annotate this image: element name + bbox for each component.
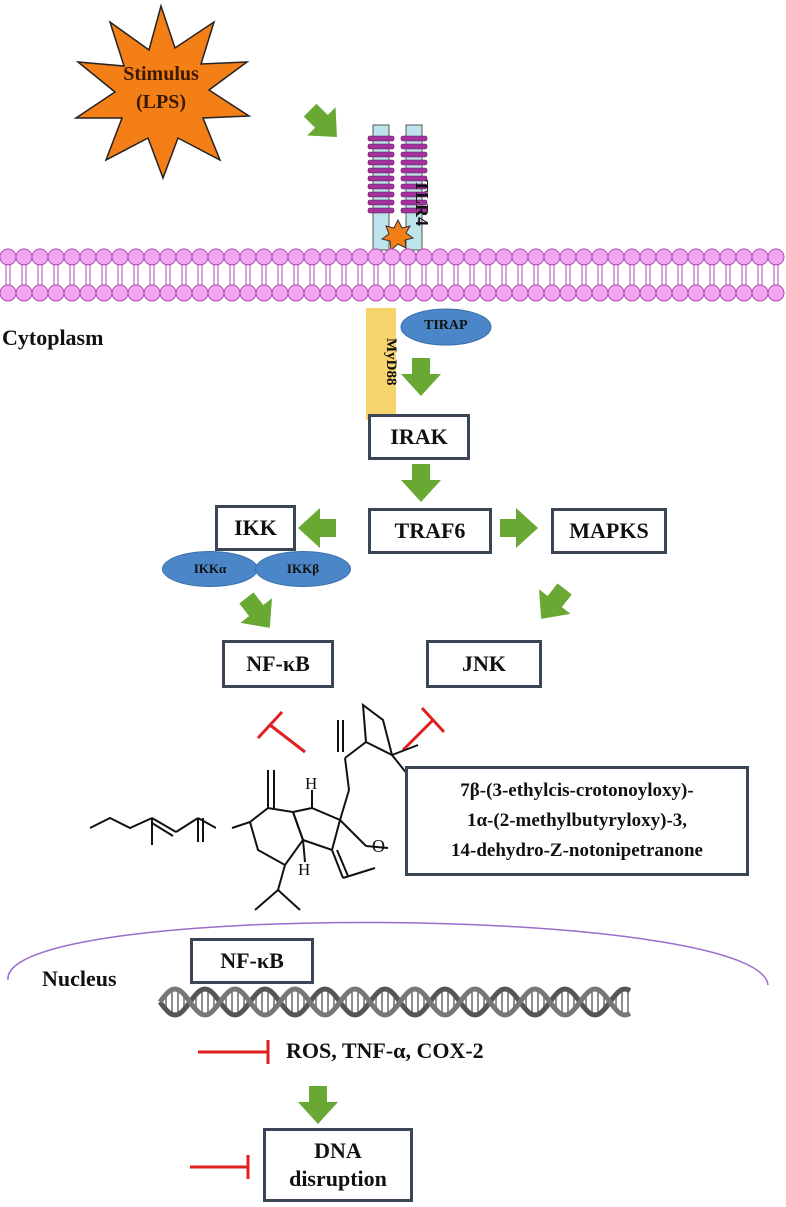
compound-name-line3: 14-dehydro-Z-notonipetranone <box>451 840 703 861</box>
dna-helix <box>157 986 632 1018</box>
atom-h-top: H <box>305 774 318 793</box>
tlr4-label: TLR4 <box>412 180 432 227</box>
cytoplasm-label: Cytoplasm <box>2 325 104 350</box>
myd88-box <box>366 308 396 420</box>
oxygen-ester-left <box>216 821 228 833</box>
irak-node: IRAK <box>368 414 470 460</box>
nucleus-label: Nucleus <box>42 966 117 991</box>
stimulus-label-line1: Stimulus <box>123 63 199 85</box>
ikk-alpha-label: IKKα <box>193 561 227 576</box>
nfkb-label: NF-κB <box>246 651 310 676</box>
jnk-node: JNK <box>426 640 542 688</box>
arrow-irak-to-traf6 <box>401 464 441 502</box>
inhibition-nfkb-icon <box>256 710 306 754</box>
ikk-label: IKK <box>234 515 277 540</box>
nucleus-nfkb-label: NF-κB <box>220 948 284 973</box>
jnk-label: JNK <box>462 651 506 676</box>
tlr4-receptor <box>367 124 428 251</box>
irak-label: IRAK <box>390 424 448 449</box>
traf6-node: TRAF6 <box>368 508 492 554</box>
inhibition-jnk-icon <box>401 706 446 752</box>
arrow-myd88-to-irak <box>401 358 441 396</box>
lipid-bilayer <box>0 248 785 302</box>
ikk-beta-label: IKKβ <box>286 561 320 576</box>
compound-name-line1: 7β-(3-ethylcis-crotonoyloxy)- <box>460 780 694 801</box>
inhibition-dna-icon <box>190 1155 250 1179</box>
arrow-mapks-to-jnk <box>525 576 581 632</box>
compound-name-line2: 1α-(2-methylbutyryloxy)-3, <box>466 810 688 831</box>
stimulus-label: Stimulus (LPS) <box>120 60 202 116</box>
myd88-label: MyD88 <box>383 338 399 386</box>
ikk-node: IKK <box>215 505 296 551</box>
arrow-traf6-to-mapks <box>500 508 538 548</box>
dna-disruption-node: DNA disruption <box>263 1128 413 1202</box>
mapks-label: MAPKS <box>569 518 649 543</box>
nfkb-node: NF-κB <box>222 640 334 688</box>
ikk-alpha-ellipse: IKKα <box>162 551 258 587</box>
ikk-beta-ellipse: IKKβ <box>255 551 351 587</box>
targets-label: ROS, TNF-α, COX-2 <box>286 1038 484 1063</box>
lps-binding-star-icon <box>380 218 415 251</box>
stimulus-star-icon <box>73 3 252 181</box>
mapks-node: MAPKS <box>551 508 667 554</box>
stimulus-arrow <box>295 95 352 152</box>
tirap-label: TIRAP <box>424 318 468 333</box>
atom-h-bottom: H <box>298 860 311 879</box>
arrow-targets-to-dna <box>298 1086 338 1124</box>
arrow-traf6-to-ikk <box>298 508 336 548</box>
arrow-ikk-to-nfkb <box>230 585 286 641</box>
atom-oxygen: O <box>372 836 385 856</box>
nuclear-envelope <box>7 921 769 986</box>
compound-structure <box>89 702 419 911</box>
dna-disruption-line2: disruption <box>289 1166 387 1191</box>
compound-name-box: 7β-(3-ethylcis-crotonoyloxy)- 1α-(2-meth… <box>405 766 749 876</box>
traf6-label: TRAF6 <box>394 518 466 543</box>
nucleus-nfkb-node: NF-κB <box>190 938 314 984</box>
dna-disruption-line1: DNA <box>314 1138 362 1163</box>
inhibition-targets-icon <box>198 1040 270 1064</box>
tirap-ellipse <box>400 308 492 346</box>
stimulus-label-line2: (LPS) <box>136 91 186 113</box>
